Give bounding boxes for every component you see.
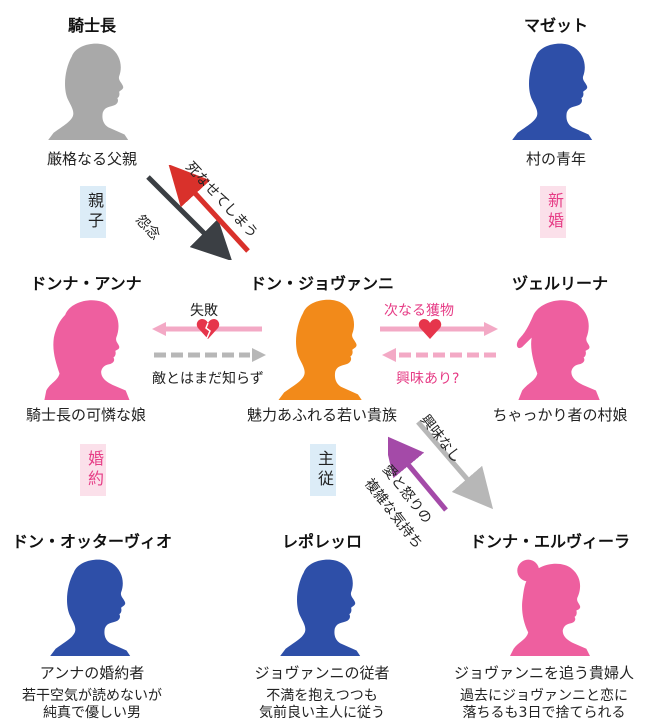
elvira-arrows [388,420,494,512]
anna-silhouette [44,300,130,400]
elvira-silhouette [510,559,590,656]
leporello-name: レポレッロ [281,532,363,551]
elvira-note: 過去にジョヴァンニと恋に 落ちるも3日で捨てられる [460,688,628,722]
commendatore-silhouette [48,43,129,140]
zerlina-desc: ちゃっかり者の村娘 [492,406,628,424]
leporello-desc: ジョヴァンニの従者 [254,664,390,682]
ottavio-silhouette [50,559,131,656]
zerlina-name: ヅェルリーナ [511,274,609,293]
anna-name: ドンナ・アンナ [30,274,142,293]
ottavio-desc: アンナの婚約者 [39,664,145,682]
relation-newlywed: 新婚 [540,186,566,238]
elvira-name: ドンナ・エルヴィーラ [469,532,631,551]
heart-icon [418,319,442,339]
masetto-desc: 村の青年 [525,150,587,168]
elvira-desc: ジョヴァンニを追う貴婦人 [453,664,635,682]
leporello-note: 不満を抱えつつも 気前良い主人に従う [259,688,385,722]
ottavio-name: ドン・オッターヴィオ [11,532,173,551]
elvira-note-line1: 過去にジョヴァンニと恋に [460,688,628,704]
anna-desc: 騎士長の可憐な娘 [25,406,147,424]
ottavio-note-line2: 純真で優しい男 [43,705,141,721]
broken-heart-icon [196,319,220,339]
kill-grudge-arrows [146,165,250,260]
zerlina-silhouette [516,300,600,400]
giovanni-name: ドン・ジョヴァンニ [249,274,395,293]
elvira-note-line2: 落ちるも3日で捨てられる [462,705,626,721]
interested-label: 興味あり? [396,371,460,387]
giovanni-desc: 魅力あふれる若い貴族 [246,406,398,424]
not-yet-enemy-label: 敵とはまだ知らず [152,371,264,387]
relation-engaged: 婚約 [80,444,106,496]
next-prey-label: 次なる獲物 [384,303,454,319]
ottavio-note-line1: 若干空気が読めないが [22,688,162,704]
masetto-name: マゼット [523,16,589,35]
leporello-note-line1: 不満を抱えつつも [266,688,378,704]
giovanni-silhouette [278,299,362,400]
ottavio-note: 若干空気が読めないが 純真で優しい男 [22,688,162,722]
failure-label: 失敗 [190,303,218,319]
masetto-silhouette [512,43,593,140]
commendatore-desc: 厳格なる父親 [46,150,138,168]
commendatore-name: 騎士長 [67,16,117,35]
relation-parent-child: 親子 [80,186,106,238]
leporello-note-line2: 気前良い主人に従う [259,705,385,721]
relation-master-servant: 主従 [310,444,336,496]
leporello-silhouette [280,559,361,656]
